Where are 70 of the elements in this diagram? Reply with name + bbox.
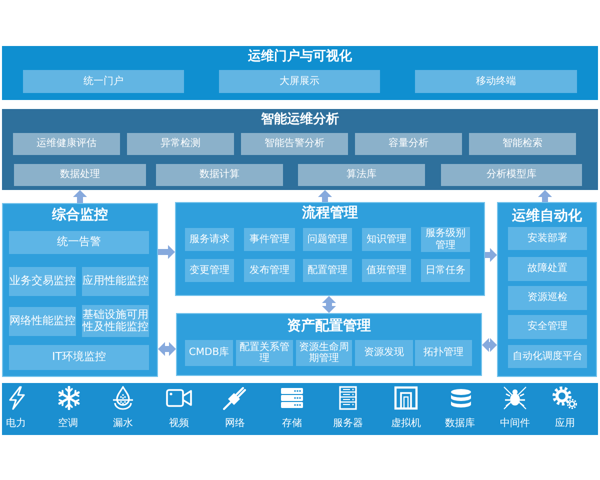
arrow xyxy=(482,338,497,352)
function-box: CMDB库 xyxy=(185,340,233,366)
function-box: 分析模型库 xyxy=(441,164,582,186)
icon-caption: 虚拟机 xyxy=(391,418,421,429)
layer-band xyxy=(2,46,598,100)
function-box: 数据计算 xyxy=(156,164,283,186)
function-box: 安装部署 xyxy=(508,227,587,250)
function-box: 自动化调度平台 xyxy=(508,345,587,368)
function-box: 资源巡检 xyxy=(508,286,587,310)
function-box: 统一门户 xyxy=(23,70,184,93)
icon-caption: 服务器 xyxy=(333,418,363,429)
function-box: 资源生命周期管理 xyxy=(296,340,352,366)
function-box: 容量分析 xyxy=(355,133,462,155)
function-box: 变更管理 xyxy=(185,259,234,282)
icon-caption: 空调 xyxy=(58,418,78,429)
module-panel xyxy=(176,313,482,376)
module-panel xyxy=(175,202,485,296)
function-box: 智能告警分析 xyxy=(241,133,348,155)
arrow xyxy=(158,342,176,356)
arrow xyxy=(73,190,87,203)
function-box: 问题管理 xyxy=(303,228,352,251)
function-box: 运维健康评估 xyxy=(13,133,120,155)
function-box: IT环境监控 xyxy=(9,345,149,370)
function-box: 移动终端 xyxy=(415,70,577,93)
icon-caption: 存储 xyxy=(282,418,302,429)
panel-title: 资产配置管理 xyxy=(287,319,371,334)
function-box: 配置管理 xyxy=(303,259,352,282)
function-box: 数据处理 xyxy=(14,164,146,186)
function-box: 日常任务 xyxy=(421,259,470,282)
panel-title: 运维自动化 xyxy=(512,209,582,224)
arrow xyxy=(485,248,497,262)
icon-caption: 电力 xyxy=(6,418,26,429)
function-box: 事件管理 xyxy=(244,228,295,251)
icon-caption: 漏水 xyxy=(113,418,133,429)
function-box: 异常检测 xyxy=(127,133,234,155)
function-box: 大屏展示 xyxy=(219,70,380,93)
panel-title: 流程管理 xyxy=(302,206,358,222)
arrow xyxy=(318,190,332,202)
module-panel xyxy=(2,203,158,377)
arrow xyxy=(158,245,175,259)
function-box: 服务请求 xyxy=(185,228,234,251)
function-box: 业务交易监控 xyxy=(9,267,76,296)
function-box: 网络性能监控 xyxy=(9,307,76,336)
function-box: 配置关系管理 xyxy=(236,340,293,366)
function-box: 发布管理 xyxy=(244,259,295,282)
function-box: 资源发现 xyxy=(355,340,413,366)
function-box: 基础设施可用性及性能监控 xyxy=(82,305,149,337)
function-box: 应用性能监控 xyxy=(82,267,149,296)
function-box: 服务级别管理 xyxy=(421,227,470,252)
panel-title: 综合监控 xyxy=(52,208,108,224)
arrow xyxy=(538,190,552,202)
function-box: 值班管理 xyxy=(362,259,411,282)
arrow xyxy=(322,296,336,313)
panel-title: 智能运维分析 xyxy=(261,113,339,128)
function-box: 拓扑管理 xyxy=(415,340,472,366)
icon-caption: 网络 xyxy=(225,418,245,429)
function-box: 统一告警 xyxy=(9,231,149,254)
icon-caption: 中间件 xyxy=(500,418,530,429)
module-panel xyxy=(497,202,597,377)
function-box: 安全管理 xyxy=(508,315,587,339)
function-box: 算法库 xyxy=(298,164,425,186)
icon-caption: 应用 xyxy=(555,418,575,429)
function-box: 知识管理 xyxy=(362,228,411,251)
device-band xyxy=(2,383,598,435)
panel-title: 运维门户与可视化 xyxy=(248,50,352,64)
icon-caption: 数据库 xyxy=(445,418,475,429)
icon-caption: 视频 xyxy=(169,418,189,429)
layer-band xyxy=(2,109,598,190)
function-box: 智能检索 xyxy=(469,133,576,155)
function-box: 故障处置 xyxy=(508,257,587,281)
